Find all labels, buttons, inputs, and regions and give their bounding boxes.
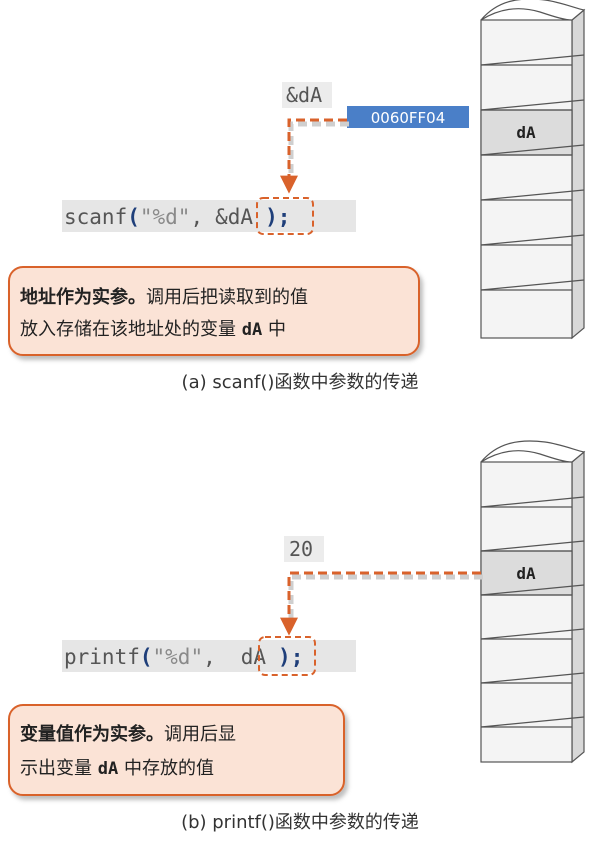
note-a-line2-post: 中	[262, 319, 286, 340]
code-open-b: (	[140, 645, 153, 669]
connector-arrow-a	[280, 118, 347, 194]
note-box-b	[8, 704, 345, 796]
note-a-line1: 地址作为实参。调用后把读取到的值	[20, 286, 308, 308]
note-b-var: dA	[98, 759, 118, 779]
code-format-b: "%d"	[153, 645, 204, 669]
note-a-var: dA	[242, 320, 262, 340]
code-bg-a	[62, 200, 356, 232]
note-a-line2: 放入存储在该地址处的变量 dA 中	[20, 319, 286, 340]
note-b-line2-post: 中存放的值	[118, 758, 214, 779]
pointer-label-bg	[282, 82, 332, 108]
code-comma-b: ,	[203, 645, 216, 669]
memory-cell-label-a: dA	[516, 123, 536, 142]
code-line-scanf: scanf("%d",&dA);	[64, 205, 290, 229]
connector-shadow-a	[288, 121, 349, 184]
code-comma-a: ,	[190, 205, 203, 229]
value-label: 20	[289, 537, 313, 561]
connector-shadow-b	[288, 574, 483, 626]
memory-column-a: dA	[480, 0, 586, 340]
note-b-line2-pre: 示出变量	[20, 758, 98, 779]
note-b-line2: 示出变量 dA 中存放的值	[20, 758, 214, 779]
note-a-rest: 调用后把读取到的值	[146, 287, 308, 308]
memory-cell-label-b: dA	[516, 564, 536, 583]
note-b-bold: 变量值作为实参。	[20, 723, 164, 745]
connector-arrow-b	[280, 571, 481, 636]
code-format-a: "%d"	[140, 205, 191, 229]
code-fn-b: printf	[64, 645, 140, 669]
code-close-b: );	[278, 645, 303, 669]
note-b-line1: 变量值作为实参。调用后显	[20, 723, 236, 745]
code-line-printf: printf("%d", dA);	[64, 645, 303, 669]
code-bg-b	[62, 640, 356, 672]
value-label-bg	[284, 536, 324, 562]
note-box-a	[8, 266, 420, 356]
code-close-a: );	[265, 205, 290, 229]
code-var-b: dA	[241, 645, 267, 669]
highlight-box-b	[258, 636, 316, 676]
address-value: 0060FF04	[371, 109, 446, 127]
highlight-box-a	[256, 197, 314, 235]
caption-b: (b) printf()函数中参数的传递	[181, 812, 419, 833]
note-a-line2-pre: 放入存储在该地址处的变量	[20, 319, 242, 340]
note-b-rest: 调用后显	[164, 724, 236, 745]
caption-a: (a) scanf()函数中参数的传递	[182, 372, 419, 393]
code-var-a: dA	[228, 205, 254, 229]
pointer-label: &dA	[286, 83, 322, 107]
memory-column-b: dA	[480, 440, 586, 764]
code-fn-a: scanf	[64, 205, 127, 229]
code-open-a: (	[127, 205, 140, 229]
note-a-bold: 地址作为实参。	[20, 286, 146, 308]
code-amp: &	[215, 205, 228, 229]
address-tag	[347, 106, 469, 128]
